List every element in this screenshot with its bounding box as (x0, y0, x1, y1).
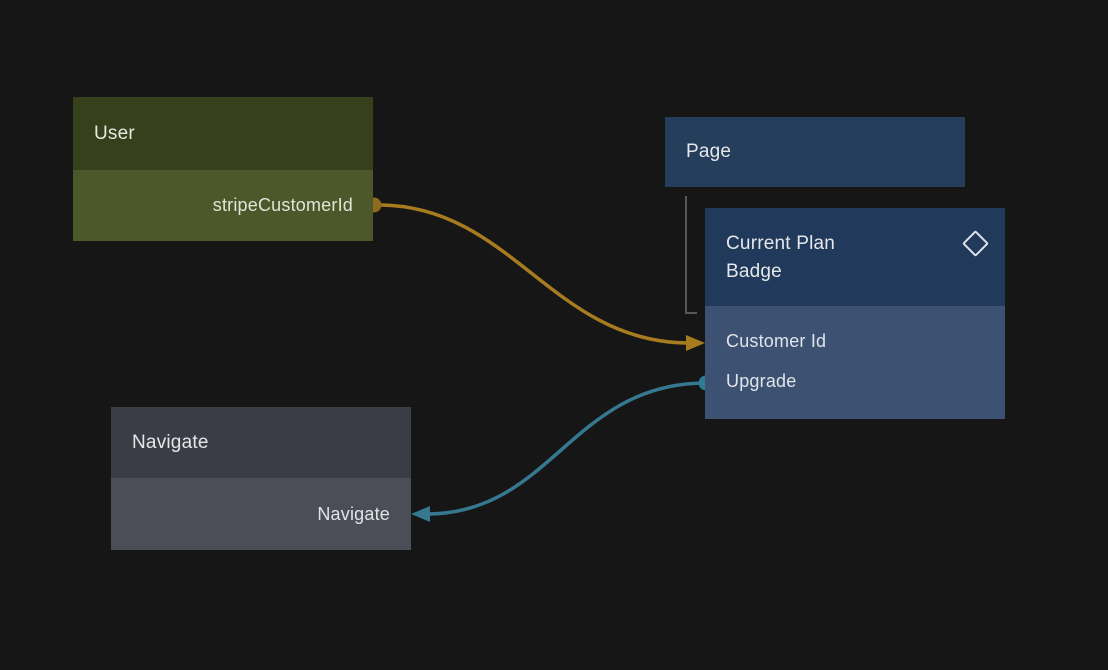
node-page-title: Page (686, 141, 732, 162)
node-current-plan-badge-title: Current Plan Badge (726, 233, 836, 282)
node-navigate-title: Navigate (132, 431, 209, 453)
node-current-plan-badge[interactable]: Current Plan Badge Customer Id Upgrade (705, 208, 1005, 419)
field-customer-id[interactable]: Customer Id (705, 321, 1005, 361)
field-upgrade[interactable]: Upgrade (705, 361, 1005, 401)
node-navigate-body: Navigate (111, 478, 411, 550)
edge-stripecustomerid-to-customerid[interactable] (378, 203, 690, 345)
field-stripecustomerid-label: stripeCustomerId (212, 195, 353, 215)
node-user-header[interactable]: User (73, 97, 373, 170)
parent-child-connector (685, 196, 697, 314)
field-navigate[interactable]: Navigate (111, 478, 411, 550)
node-navigate-header[interactable]: Navigate (111, 407, 411, 478)
diamond-icon (962, 230, 989, 257)
node-page[interactable]: Page (665, 117, 965, 187)
node-current-plan-badge-header[interactable]: Current Plan Badge (705, 208, 1005, 306)
field-customer-id-label: Customer Id (726, 330, 827, 351)
node-user-body: stripeCustomerId (73, 170, 373, 241)
field-upgrade-label: Upgrade (726, 370, 797, 391)
node-page-header[interactable]: Page (665, 117, 965, 187)
field-navigate-label: Navigate (317, 503, 390, 524)
node-user-title: User (94, 122, 135, 144)
node-navigate[interactable]: Navigate Navigate (111, 407, 411, 550)
node-user[interactable]: User stripeCustomerId (73, 97, 373, 241)
edge-upgrade-to-navigate[interactable] (426, 381, 708, 516)
node-current-plan-badge-body: Customer Id Upgrade (705, 306, 1005, 419)
field-stripecustomerid[interactable]: stripeCustomerId (73, 170, 373, 241)
